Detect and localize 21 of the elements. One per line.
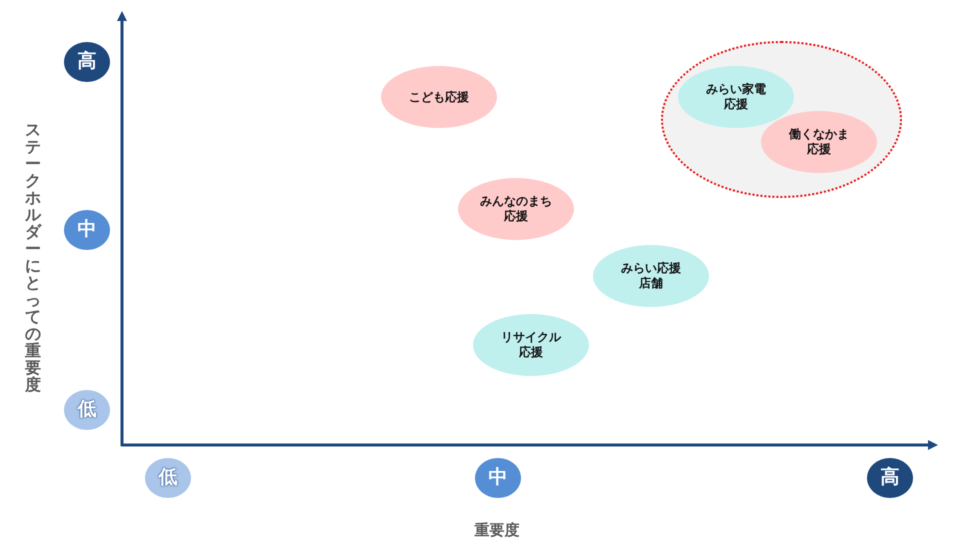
level-badge [145, 458, 191, 498]
axis-title: 重要度 [474, 520, 520, 540]
topic-label: こども応援 [409, 90, 469, 104]
level-badge [64, 390, 110, 430]
level-label: 高 [78, 50, 96, 74]
axis-title: ステークホルダーにとっての重要度 [25, 121, 41, 393]
level-badge [867, 458, 913, 498]
topic-label: 働くなかま応援 [788, 127, 850, 157]
level-badge [64, 210, 110, 250]
topic-label: みらい家電応援 [704, 82, 767, 112]
topic-label: リサイクル応援 [500, 330, 562, 360]
topic-label: みらい応援店舗 [620, 261, 682, 291]
level-label: 低 [78, 398, 96, 422]
level-label: 中 [488, 466, 508, 490]
level-badge [475, 458, 521, 498]
topic-label: みんなのまち応援 [478, 194, 553, 224]
level-label: 高 [880, 466, 900, 490]
level-badge [64, 42, 110, 82]
level-label: 中 [78, 218, 96, 242]
level-label: 低 [158, 466, 178, 490]
topic-bubble [678, 66, 794, 128]
